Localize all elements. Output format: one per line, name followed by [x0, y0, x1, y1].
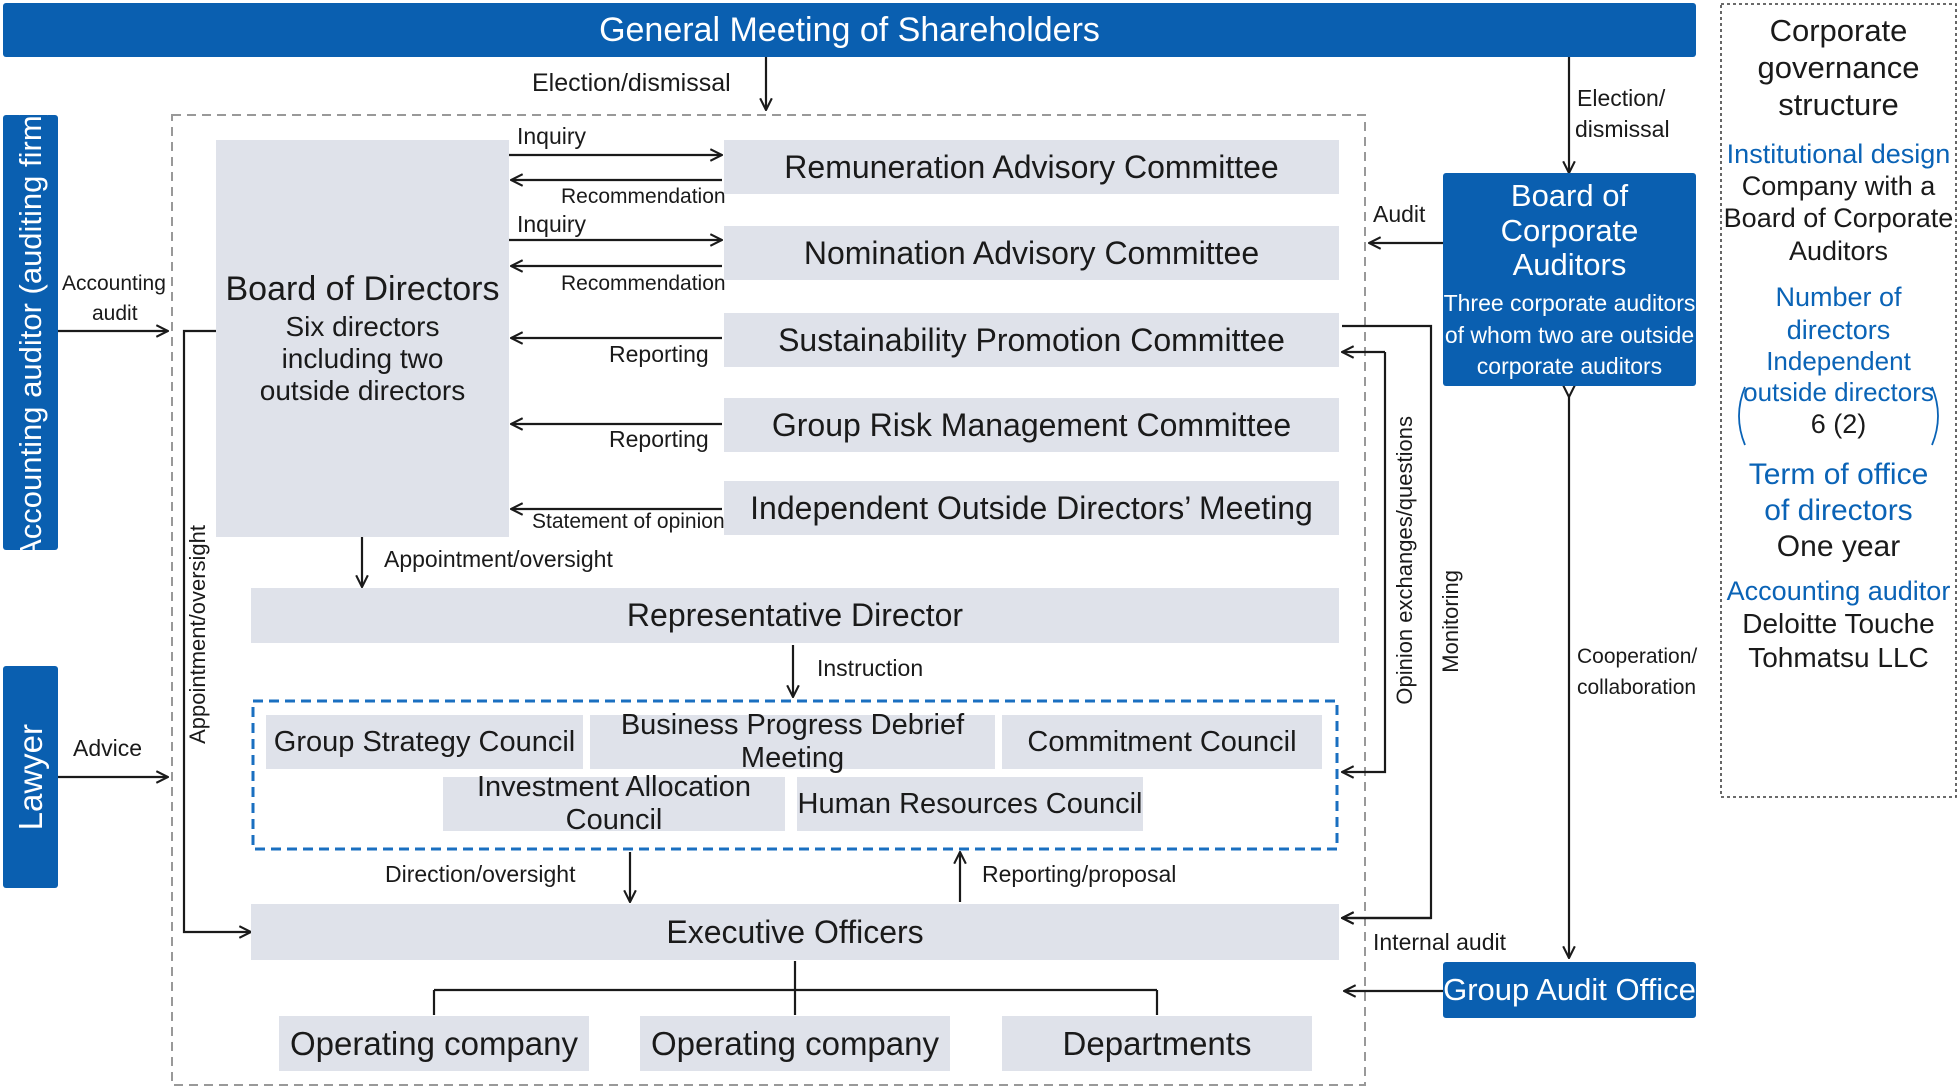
label-reporting-2: Reporting [609, 426, 709, 452]
group-audit-office: Group Audit Office [1443, 962, 1696, 1018]
executive-officers: Executive Officers [251, 904, 1339, 960]
label-direction-oversight: Direction/oversight [385, 861, 576, 887]
departments-box: Departments [1002, 1016, 1312, 1071]
label-inquiry-2: Inquiry [517, 211, 587, 237]
board-title: Board of Directors [225, 269, 500, 308]
sidebar-frame [1720, 3, 1957, 798]
sidebar-title2: governance [1757, 50, 1920, 86]
board-of-corporate-auditors: Board of Corporate Auditors Three corpor… [1443, 173, 1696, 386]
operating-company-1: Operating company [279, 1016, 589, 1071]
label-appointment-oversight: Appointment/oversight [384, 546, 613, 572]
label-dismissal: dismissal [1575, 116, 1670, 142]
sidebar-independent-1: Independent [1766, 345, 1911, 376]
sidebar-institutional-1: Company with a [1741, 170, 1936, 201]
sidebar-title3: structure [1778, 87, 1899, 123]
label-inquiry-1: Inquiry [517, 123, 587, 149]
sidebar-title1: Corporate [1769, 13, 1908, 48]
label-reporting-1: Reporting [609, 341, 709, 367]
label-accounting: Accounting [62, 272, 166, 295]
label-opinion-exchanges-text: Opinion exchanges/questions [1392, 415, 1417, 705]
human-resources-council: Human Resources Council [797, 777, 1143, 831]
label-recommendation-2: Recommendation [561, 272, 726, 295]
label-recommendation-1: Recommendation [561, 185, 726, 208]
lawyer-label: Lawyer [11, 723, 49, 831]
label-audit-small: audit [92, 302, 138, 325]
commitment-council: Commitment Council [1002, 715, 1322, 769]
label-reporting-proposal: Reporting/proposal [982, 861, 1177, 887]
label-internal-audit: Internal audit [1373, 929, 1506, 955]
investment-allocation-council: Investment Allocation Council [443, 771, 785, 836]
representative-director: Representative Director [251, 588, 1339, 643]
sidebar-number-heading: Number of directors [1775, 282, 1902, 345]
label-monitoring: Monitoring [1437, 555, 1465, 687]
board-line1: Six directors [285, 310, 440, 342]
auditors-title2: Corporate Auditors [1500, 212, 1639, 283]
auditors-title1: Board of [1510, 177, 1629, 213]
sidebar-institutional-heading: Institutional design [1726, 138, 1951, 169]
group-strategy-council: Group Strategy Council [266, 715, 583, 769]
label-instruction: Instruction [817, 655, 924, 681]
risk-committee: Group Risk Management Committee [724, 398, 1339, 452]
label-opinion-exchanges: Opinion exchanges/questions [1391, 388, 1419, 732]
auditors-line2: of whom two are outside [1444, 321, 1695, 348]
governance-sidebar: Corporate governance structure Instituti… [1723, 12, 1954, 674]
sidebar-term-heading-1: Term of office [1748, 457, 1929, 491]
business-progress-meeting: Business Progress Debrief Meeting [590, 709, 995, 774]
sidebar-independent-2: outside directors [1743, 377, 1934, 408]
accounting-auditor-label: Accounting auditor (auditing firm) [12, 105, 48, 560]
main-frame [171, 114, 1366, 1086]
sidebar-auditor-heading: Accounting auditor [1726, 575, 1951, 606]
board-line3: outside directors [259, 375, 466, 407]
label-election-dismissal: Election/dismissal [532, 69, 731, 97]
board-of-directors: Board of Directors Six directors includi… [216, 140, 509, 537]
sustainability-committee: Sustainability Promotion Committee [724, 313, 1339, 367]
label-audit: Audit [1373, 201, 1426, 227]
sidebar-institutional-2: Board of Corporate [1723, 203, 1954, 234]
sidebar-auditor-value-2: Tohmatsu LLC [1748, 641, 1929, 673]
shareholders-meeting: General Meeting of Shareholders [3, 3, 1696, 57]
label-advice: Advice [73, 735, 143, 761]
sidebar-term-value: One year [1776, 529, 1901, 563]
auditors-line3: corporate auditors [1476, 353, 1663, 380]
sidebar-number-value: 6 (2) [1810, 409, 1867, 440]
remuneration-committee: Remuneration Advisory Committee [724, 140, 1339, 194]
label-cooperation: Cooperation/ [1577, 645, 1698, 668]
label-collaboration: collaboration [1577, 676, 1697, 699]
label-monitoring-text: Monitoring [1438, 569, 1463, 673]
label-appointment-oversight-vertical: Appointment/oversight [184, 500, 212, 768]
sidebar-auditor-value-1: Deloitte Touche [1742, 608, 1935, 640]
label-election: Election/ [1577, 85, 1666, 111]
lawyer-box: Lawyer [3, 666, 58, 888]
board-line2: including two [281, 342, 444, 374]
sidebar-term-heading-2: of directors [1764, 493, 1913, 527]
sidebar-institutional-3: Auditors [1788, 235, 1889, 266]
councils-frame [251, 699, 1339, 851]
label-appointment-oversight-vertical-text: Appointment/oversight [185, 524, 210, 744]
independent-directors-meeting: Independent Outside Directors’ Meeting [724, 481, 1339, 535]
operating-company-2: Operating company [640, 1016, 950, 1071]
accounting-auditor-box: Accounting auditor (auditing firm) [3, 105, 58, 560]
auditors-line1: Three corporate auditors [1443, 289, 1696, 316]
nomination-committee: Nomination Advisory Committee [724, 226, 1339, 280]
label-statement-of-opinion: Statement of opinion [532, 510, 725, 533]
